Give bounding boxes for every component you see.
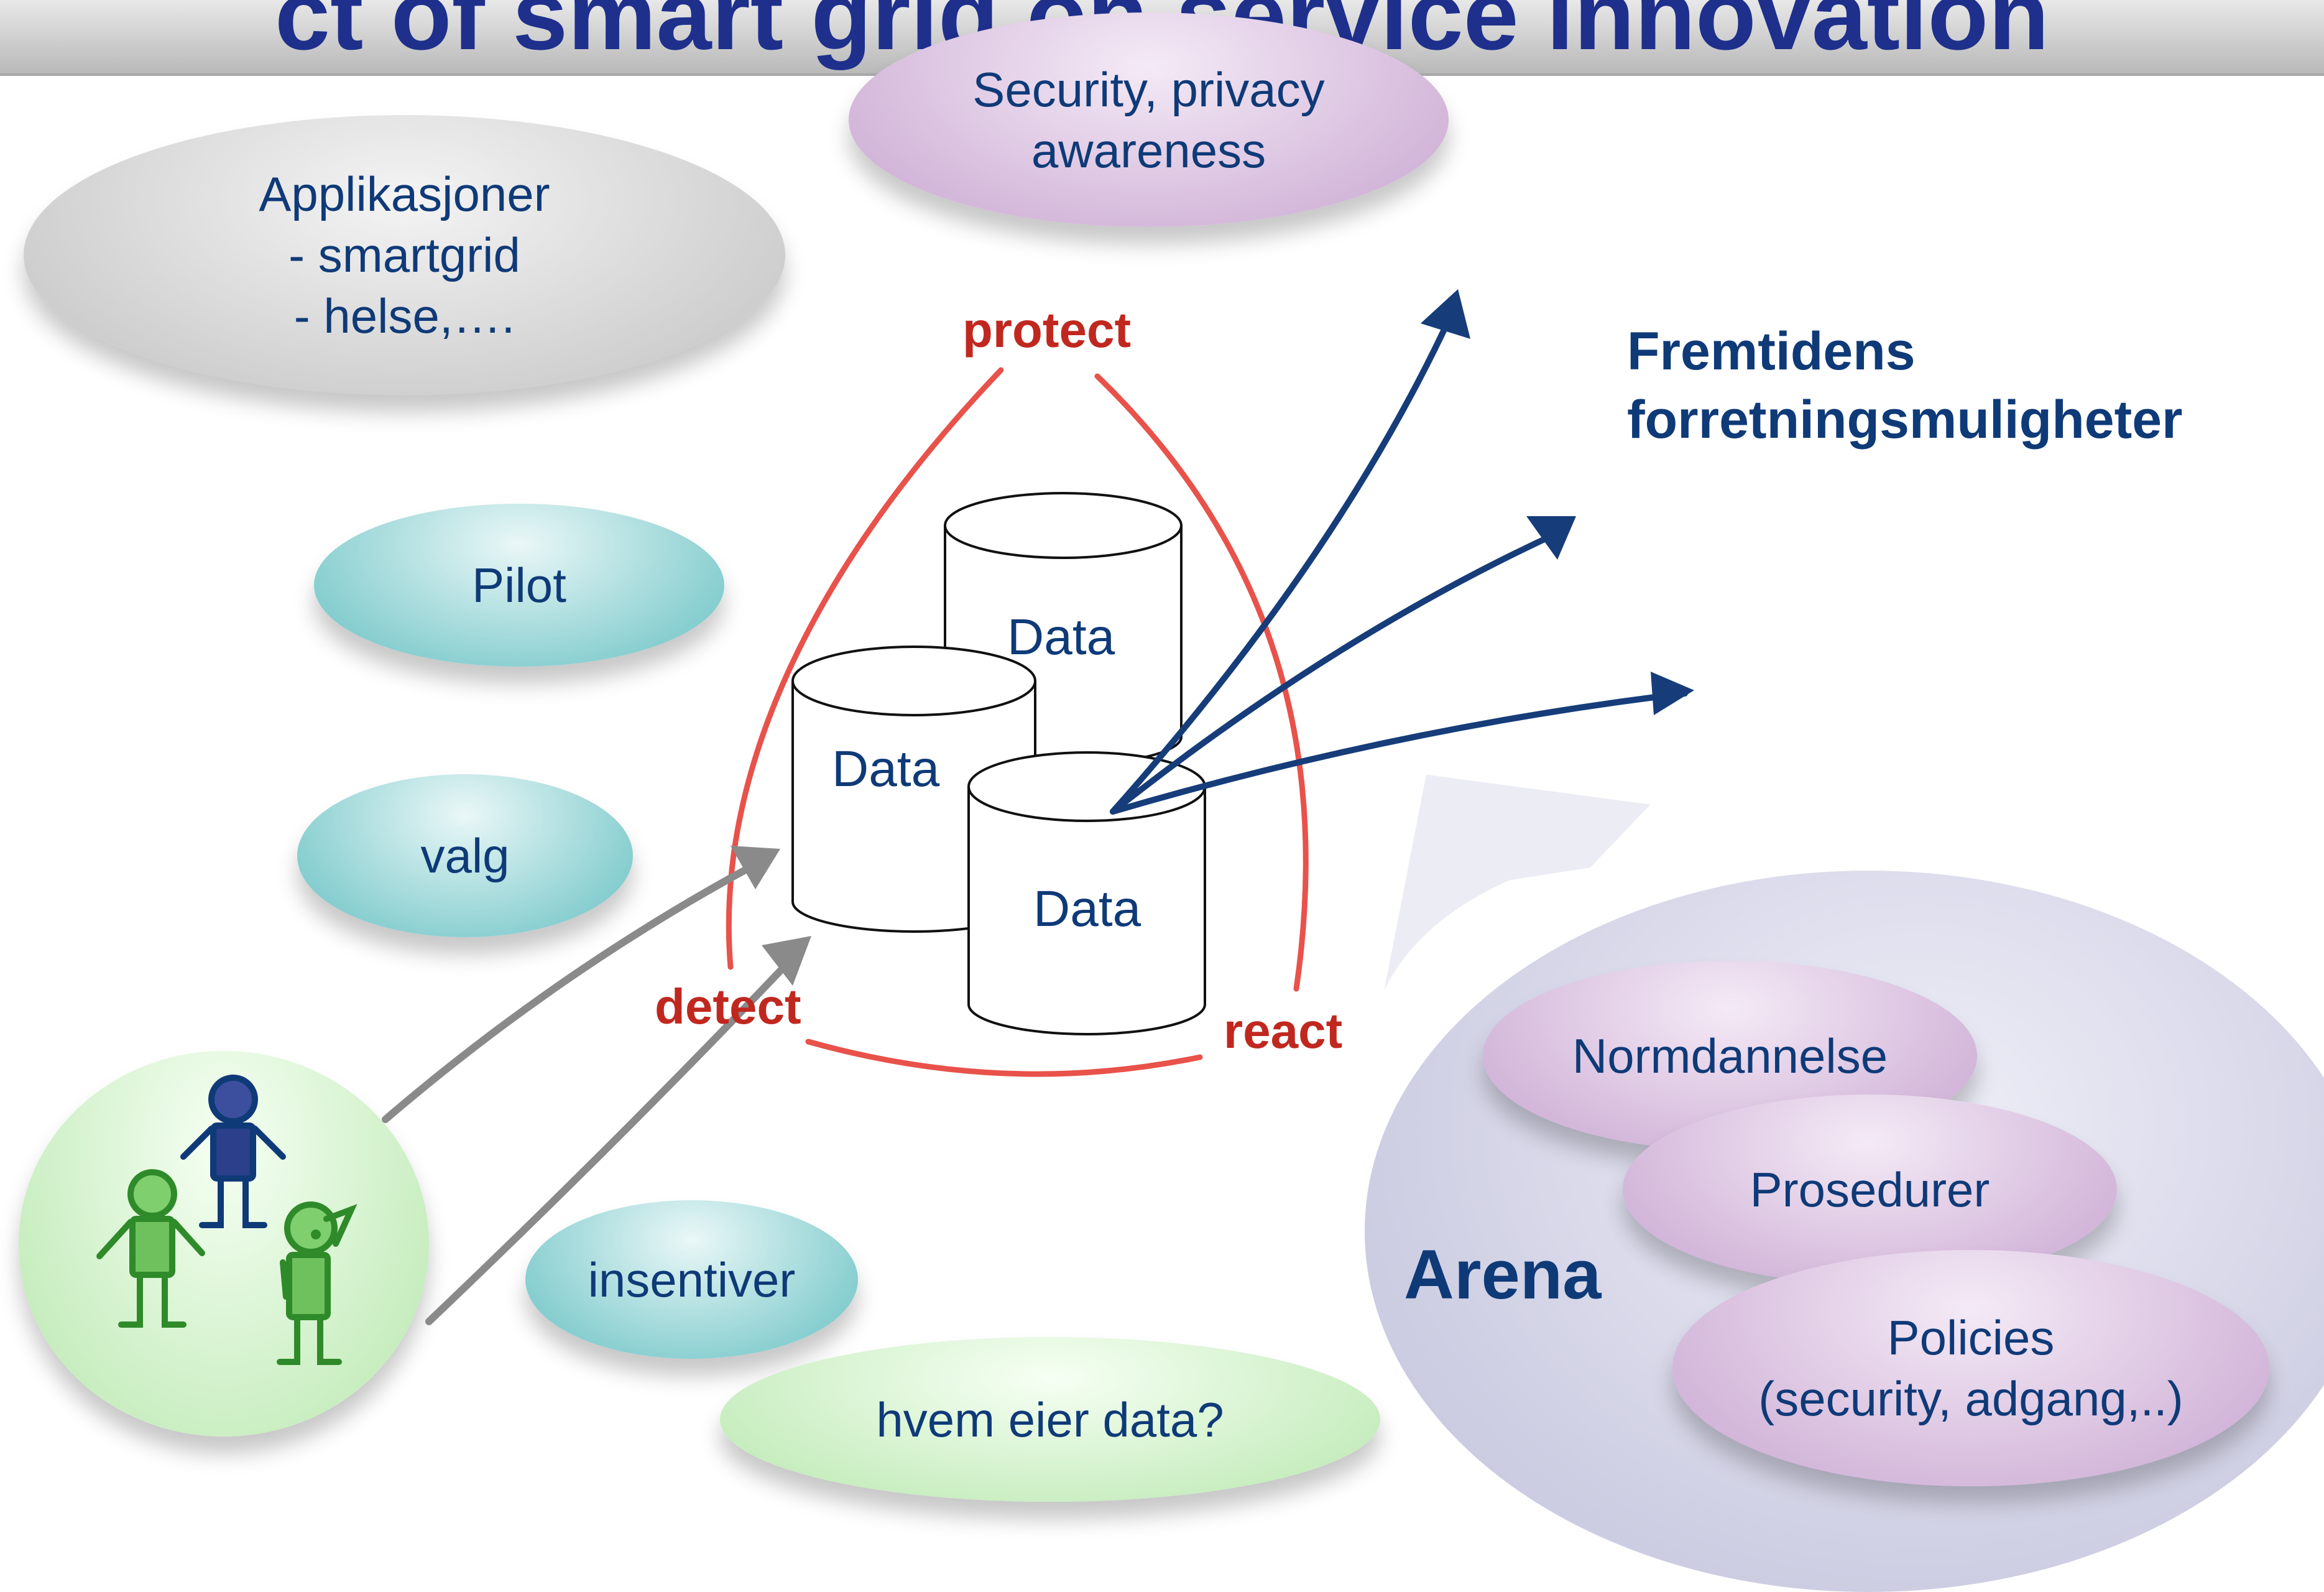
data-label-back: Data <box>1007 609 1115 665</box>
navy-arrowheads <box>1421 289 1694 715</box>
insentiver-bubble: insentiver <box>525 1200 858 1359</box>
applikasjoner-bubble: Applikasjoner - smartgrid - helse,…. <box>24 115 785 395</box>
data-label-front: Data <box>1033 881 1141 937</box>
prosedurer-label: Prosedurer <box>1750 1162 1990 1217</box>
diagram-overlay <box>96 289 1694 1365</box>
hvem-eier-data-label: hvem eier data? <box>876 1392 1224 1447</box>
fremtidens-forretningsmuligheter: Fremtidens forretningsmuligheter <box>1627 322 2183 450</box>
grey-arrowheads <box>731 846 811 986</box>
policies-label: Policies (security, adgang,..) <box>1758 1310 2183 1426</box>
valg-label: valg <box>420 828 510 883</box>
insentiver-label: insentiver <box>588 1252 796 1307</box>
security-privacy-bubble: Security, privacy awareness <box>849 12 1449 227</box>
hvem-eier-data-bubble: hvem eier data? <box>720 1337 1380 1502</box>
valg-bubble: valg <box>297 774 633 937</box>
person-navy-icon <box>180 1075 286 1228</box>
person-green-icon <box>96 1169 205 1328</box>
arena-arrow-shape <box>1371 767 1664 1027</box>
normdannelse-label: Normdannelse <box>1572 1028 1888 1083</box>
pilot-label: Pilot <box>472 558 566 613</box>
policies-bubble: Policies (security, adgang,..) <box>1672 1250 2269 1486</box>
protect-label: protect <box>962 302 1132 358</box>
arena-label: Arena <box>1404 1236 1602 1313</box>
protect-detect-react-loop <box>726 367 1309 1077</box>
react-label: react <box>1224 1003 1343 1058</box>
navy-arrows <box>1110 317 1688 815</box>
pilot-bubble: Pilot <box>314 504 724 667</box>
detect-label: detect <box>655 979 801 1034</box>
applikasjoner-label: Applikasjoner - smartgrid - helse,…. <box>259 167 550 343</box>
person-green-thinking-icon <box>277 1201 357 1365</box>
security-privacy-label: Security, privacy awareness <box>972 62 1325 178</box>
grey-arrows <box>382 861 800 1325</box>
data-label-left: Data <box>832 741 940 797</box>
